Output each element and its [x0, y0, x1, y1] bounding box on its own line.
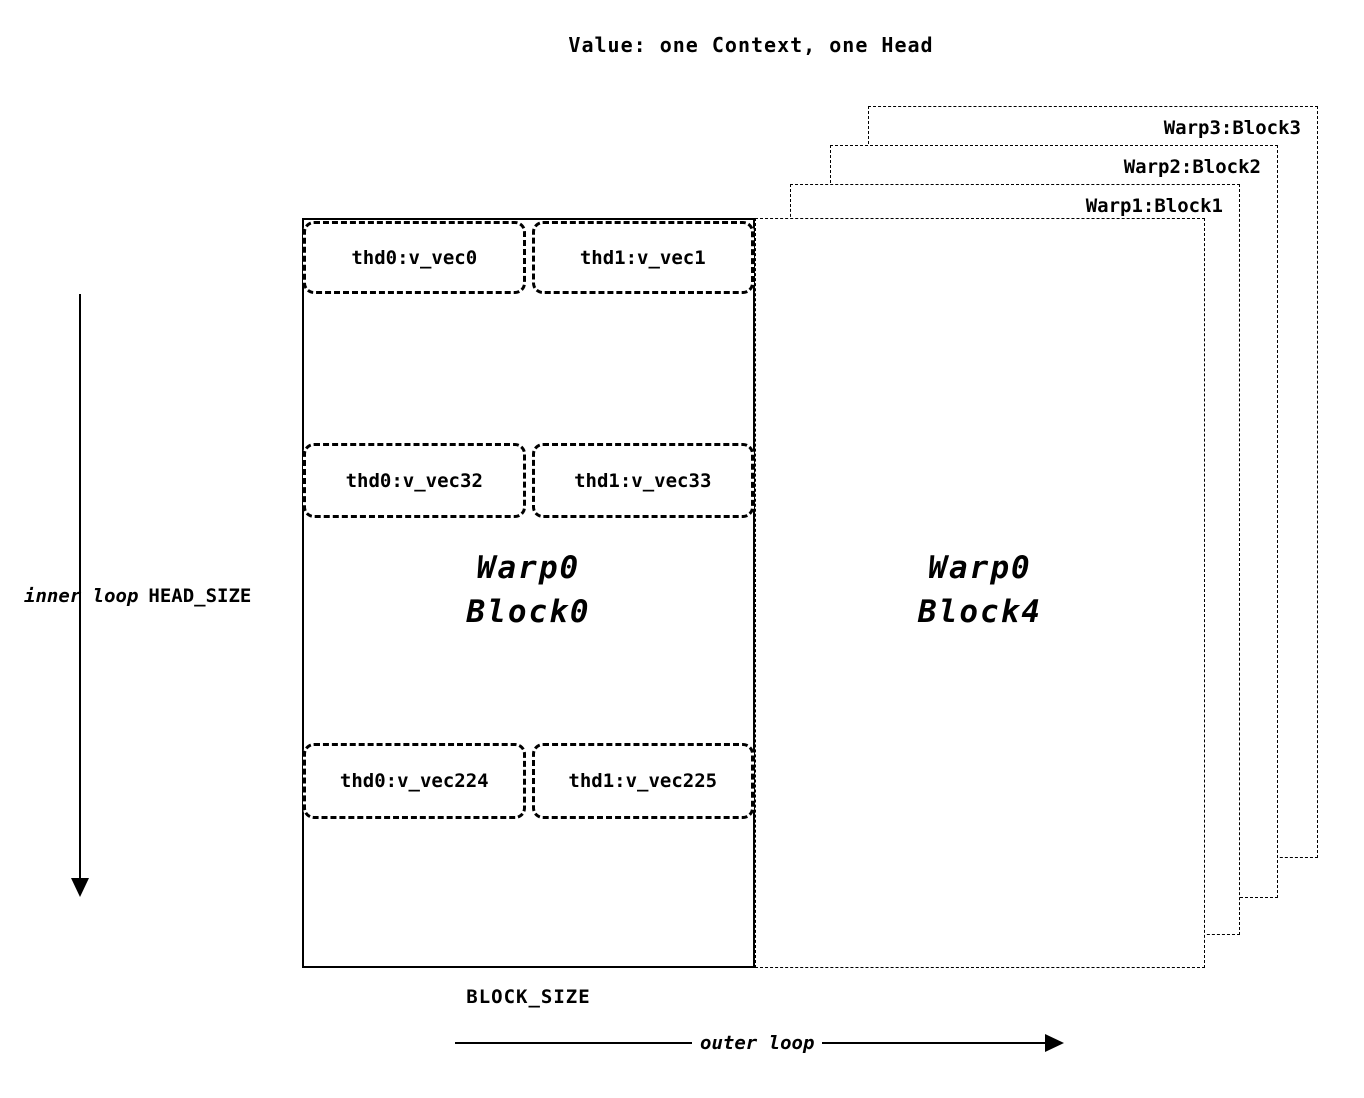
- front-dashed-block: [755, 218, 1205, 968]
- block-size-label: BLOCK_SIZE: [466, 986, 591, 1008]
- main-block: [302, 218, 755, 968]
- vector-cell: thd0:v_vec0: [303, 221, 526, 294]
- inner-loop-arrowhead-icon: [71, 878, 89, 897]
- vector-row-1: thd0:v_vec32 thd1:v_vec33: [303, 443, 754, 518]
- front-block-label: Warp0 Block4: [755, 546, 1205, 634]
- vector-cell: thd1:v_vec33: [531, 443, 754, 518]
- diagram-title: Value: one Context, one Head: [568, 33, 934, 57]
- vector-cell: thd0:v_vec32: [303, 443, 526, 518]
- front-block-label-line1: Warp0: [928, 550, 1032, 586]
- vector-cell: thd1:v_vec225: [531, 743, 754, 819]
- inner-loop-label-text: inner loop: [24, 585, 139, 607]
- vector-row-2: thd0:v_vec224 thd1:v_vec225: [303, 743, 754, 819]
- inner-loop-label: inner loop HEAD_SIZE: [24, 585, 251, 607]
- front-block-label-line2: Block4: [918, 594, 1042, 630]
- vector-cell: thd0:v_vec224: [303, 743, 526, 819]
- main-block-label-line2: Block0: [466, 594, 591, 630]
- main-block-label: Warp0 Block0: [302, 546, 755, 634]
- main-block-label-line1: Warp0: [476, 550, 581, 586]
- outer-loop-arrowhead-icon: [1045, 1034, 1064, 1052]
- inner-loop-arrow-line: [79, 294, 81, 880]
- vector-row-0: thd0:v_vec0 thd1:v_vec1: [303, 221, 754, 294]
- outer-loop-label: outer loop: [692, 1032, 823, 1054]
- vector-cell: thd1:v_vec1: [531, 221, 754, 294]
- back-block-warp2-label: Warp2:Block2: [1123, 156, 1261, 178]
- head-size-label: HEAD_SIZE: [148, 585, 252, 607]
- back-block-warp3-label: Warp3:Block3: [1163, 117, 1301, 139]
- back-block-warp1-label: Warp1:Block1: [1085, 195, 1223, 217]
